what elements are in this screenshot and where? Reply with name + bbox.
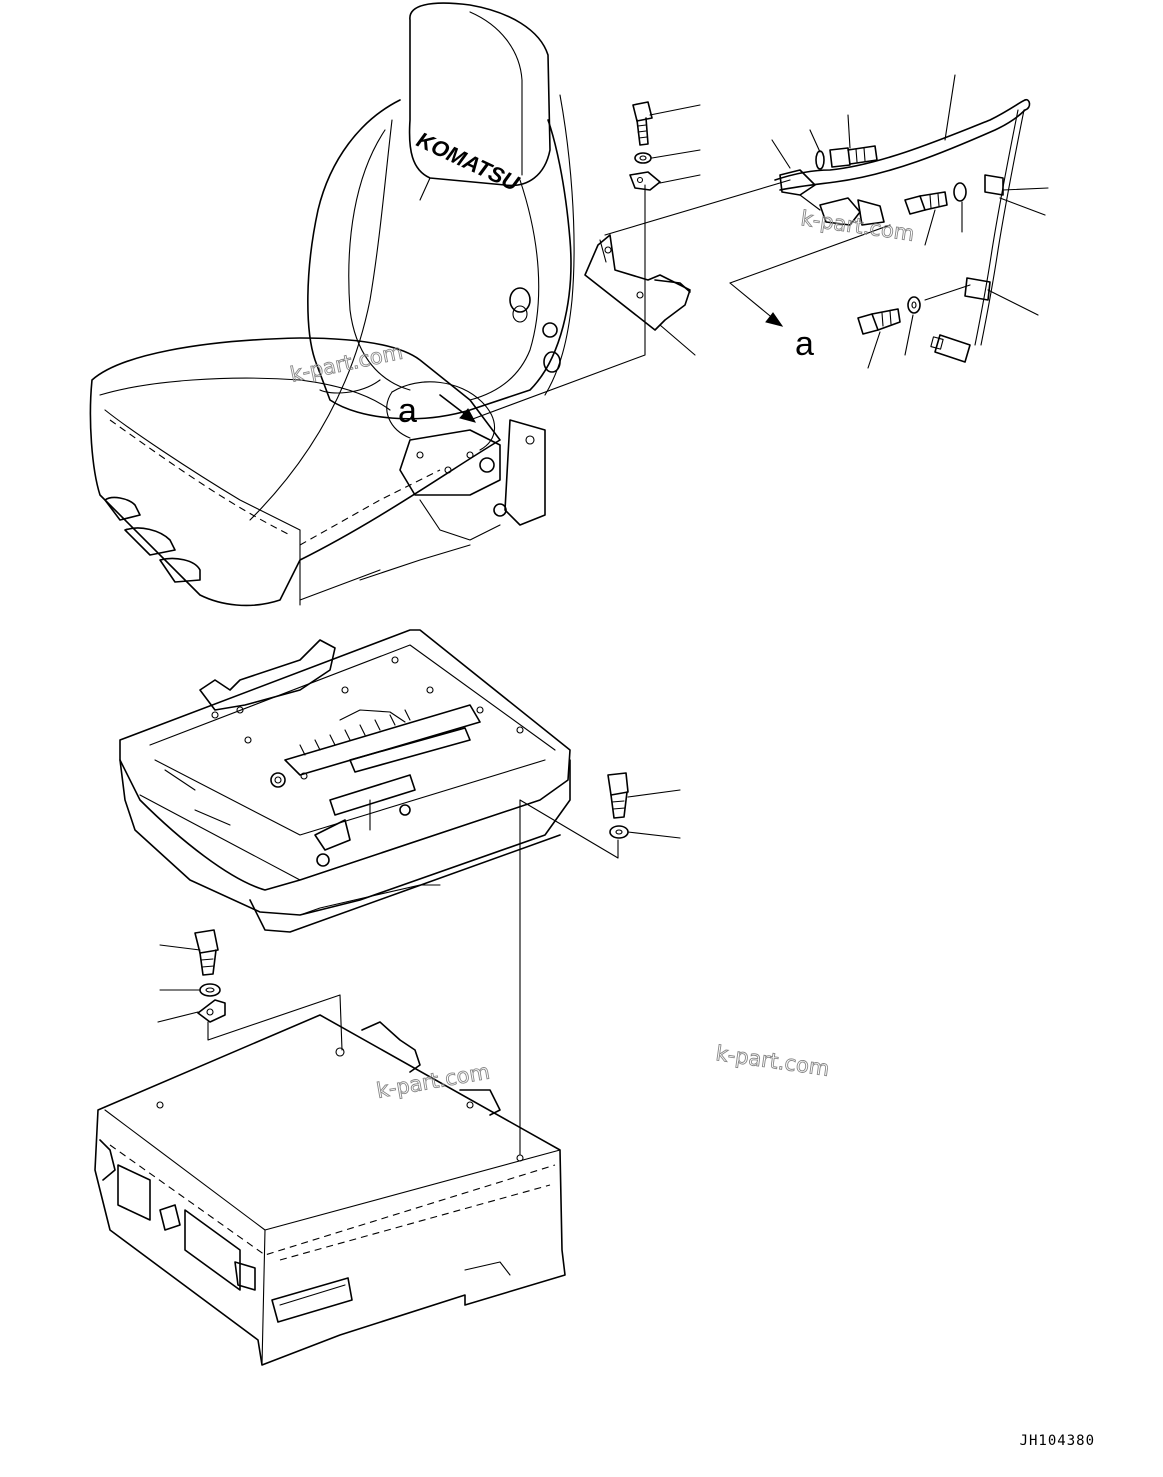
base-bolt-group [519, 772, 681, 1156]
watermarks: k-part.com k-part.com k-part.com k-part.… [288, 206, 917, 1104]
watermark-text: k-part.com [714, 1041, 831, 1081]
view-label-a-seat: a [398, 392, 417, 430]
drawing-number: JH104380 [1019, 1433, 1095, 1449]
lower-fastener-group [157, 929, 343, 1051]
seat-base [119, 629, 571, 933]
view-arrow-a-seat: a [398, 392, 476, 430]
watermark-text: k-part.com [375, 1059, 492, 1102]
wiring-harness [771, 74, 1049, 363]
view-arrow-a-detail: a [729, 224, 891, 363]
harness-bolts [809, 114, 971, 369]
mounting-bracket [584, 179, 791, 356]
top-bolt-group [629, 101, 701, 191]
seat-logo: KOMATSU [413, 127, 524, 196]
view-label-a-detail: a [795, 325, 814, 363]
watermark-text: k-part.com [799, 206, 916, 246]
operator-seat: KOMATSU [89, 2, 575, 607]
mounting-box [94, 1014, 566, 1366]
